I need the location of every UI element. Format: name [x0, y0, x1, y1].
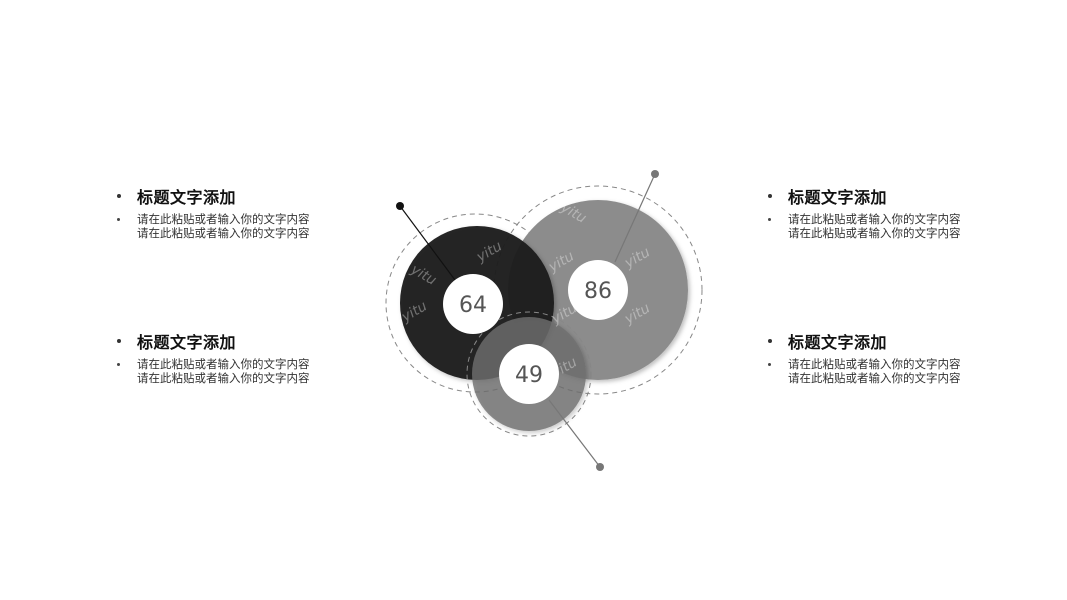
block-title: 标题文字添加	[137, 333, 237, 352]
value-64: 64	[459, 293, 487, 318]
block-body: 请在此粘贴或者输入你的文字内容请在此粘贴或者输入你的文字内容	[788, 212, 961, 240]
block-body: 请在此粘贴或者输入你的文字内容请在此粘贴或者输入你的文字内容	[137, 357, 310, 385]
bullet-icon	[768, 218, 771, 221]
connector-line-86	[614, 173, 656, 263]
bullet-icon	[768, 339, 772, 343]
text-block-left-bottom: 标题文字添加 请在此粘贴或者输入你的文字内容请在此粘贴或者输入你的文字内容	[117, 329, 317, 385]
center-circle-64	[443, 274, 503, 334]
block-title: 标题文字添加	[137, 188, 237, 207]
value-49: 49	[515, 363, 543, 388]
bullet-icon	[117, 218, 120, 221]
bullet-icon	[768, 194, 772, 198]
bullet-icon	[117, 363, 120, 366]
block-body: 请在此粘贴或者输入你的文字内容请在此粘贴或者输入你的文字内容	[137, 212, 310, 240]
text-block-right-bottom: 标题文字添加 请在此粘贴或者输入你的文字内容请在此粘贴或者输入你的文字内容	[768, 329, 968, 385]
block-title: 标题文字添加	[788, 333, 888, 352]
block-body: 请在此粘贴或者输入你的文字内容请在此粘贴或者输入你的文字内容	[788, 357, 961, 385]
connector-dot-64	[396, 202, 404, 210]
bullet-icon	[117, 194, 121, 198]
bullet-icon	[117, 339, 121, 343]
dashed-ring-49	[466, 311, 592, 437]
connector-line-64	[399, 205, 456, 281]
center-circle-49	[499, 344, 559, 404]
bullet-icon	[768, 363, 771, 366]
connector-dot-49	[596, 463, 604, 471]
connector-dot-86	[651, 170, 659, 178]
text-block-left-top: 标题文字添加 请在此粘贴或者输入你的文字内容请在此粘贴或者输入你的文字内容	[117, 184, 317, 240]
text-block-right-top: 标题文字添加 请在此粘贴或者输入你的文字内容请在此粘贴或者输入你的文字内容	[768, 184, 968, 240]
center-circle-86	[568, 260, 628, 320]
block-title: 标题文字添加	[788, 188, 888, 207]
connector-line-49	[548, 399, 601, 468]
value-86: 86	[584, 279, 612, 304]
